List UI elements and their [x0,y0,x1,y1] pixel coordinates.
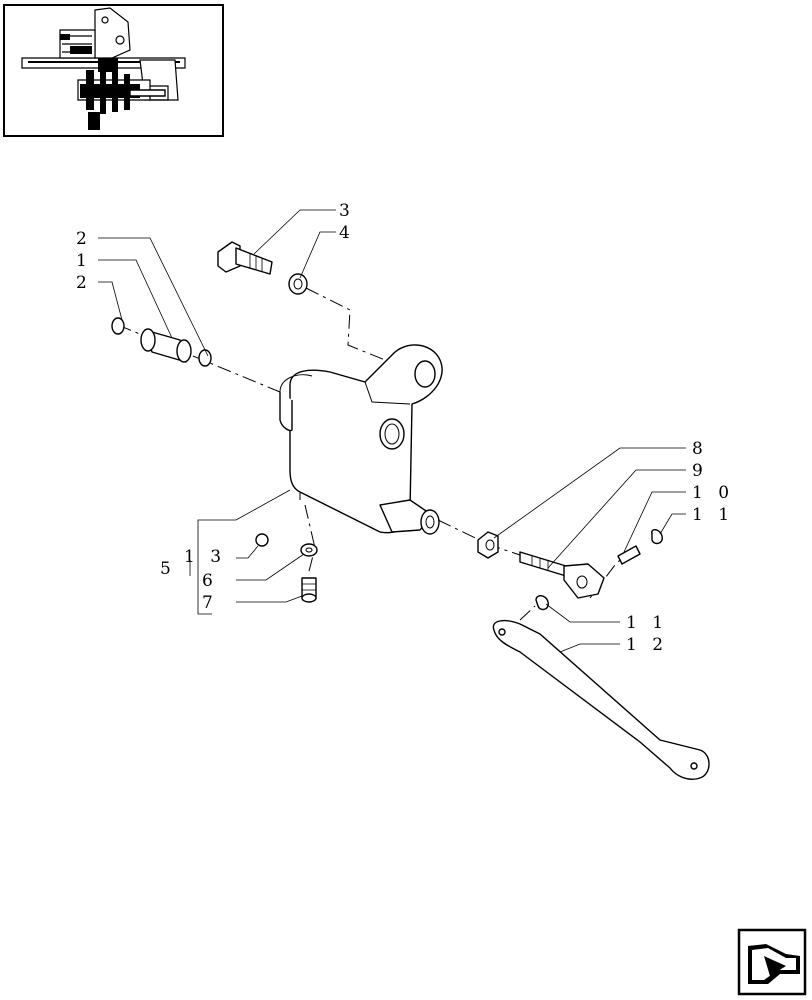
callout-13: 1 3 [184,547,226,567]
callout-5: 5 [160,559,176,579]
callout-2-upper: 2 [76,229,92,249]
assembly-location-thumbnail[interactable] [3,4,224,137]
callout-9: 9 [692,461,708,481]
callout-3: 3 [339,201,355,221]
part-1-bushing [140,328,192,363]
part-10-pin [617,545,641,565]
callout-1: 1 [76,251,92,271]
callout-10: 1 0 [692,483,734,503]
callout-7: 7 [202,593,218,613]
callout-11-lower: 1 1 [626,613,668,633]
part-2-circlip-right [198,349,212,367]
part-7-screw [301,577,317,603]
callout-12: 1 2 [626,635,668,655]
part-8-nut [477,531,499,559]
part-2-circlip-left [111,317,125,335]
leader-lines [98,209,686,653]
callout-8: 8 [692,439,708,459]
next-page-arrow-icon[interactable] [737,928,807,996]
part-11-clip-upper [651,529,663,545]
part-13-plug [255,533,269,547]
part-9-clevis [519,551,605,599]
part-11-clip-lower [535,595,549,611]
callout-11-upper: 1 1 [692,505,734,525]
part-12-link [492,619,710,780]
callout-4: 4 [339,223,355,243]
callout-6: 6 [202,571,218,591]
part-6-washer [300,543,318,557]
bracket-housing [279,344,443,535]
part-4-washer [288,273,308,295]
part-3-bolt [217,241,273,275]
callout-labels: 2 1 2 3 4 8 9 1 0 1 1 1 1 1 2 5 1 3 6 7 [76,201,734,655]
callout-2-lower: 2 [76,273,92,293]
